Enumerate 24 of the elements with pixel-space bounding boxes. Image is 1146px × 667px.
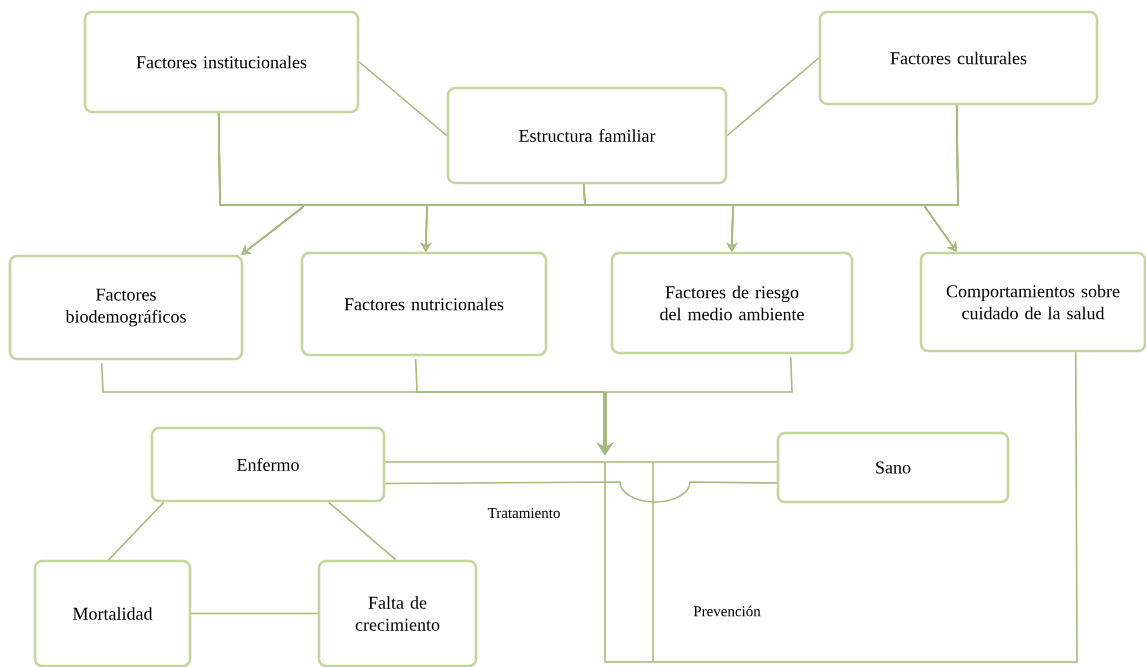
- process-box: Factores nutricionales: [300, 251, 548, 357]
- process-box: Sano: [776, 431, 1010, 504]
- process-box: Factores biodemográficos: [8, 254, 244, 361]
- process-box: Falta de crecimiento: [317, 559, 478, 667]
- arrow: [924, 104, 959, 252]
- process-box: Estructura familiar: [446, 86, 728, 185]
- connector: [726, 57, 820, 137]
- connector: [604, 351, 1078, 663]
- connector: [107, 501, 165, 561]
- connector: [327, 501, 397, 561]
- edge-label: Tratamiento: [487, 507, 560, 519]
- connector: [414, 358, 606, 393]
- process-box: Mortalidad: [33, 559, 192, 667]
- process-box: Factores institucionales: [83, 10, 360, 114]
- connector: [384, 481, 778, 503]
- edge-label: Prevención: [693, 605, 761, 617]
- connector: [358, 61, 448, 137]
- process-box: Factores de riesgo del medio ambiente: [610, 251, 854, 355]
- process-box: Comportamientos sobre cuidado de la salud: [919, 251, 1146, 353]
- process-box: Enfermo: [150, 426, 386, 503]
- process-box: Factores culturales: [818, 10, 1099, 106]
- connector: [384, 461, 778, 463]
- connector: [190, 612, 319, 615]
- connector: [604, 356, 793, 393]
